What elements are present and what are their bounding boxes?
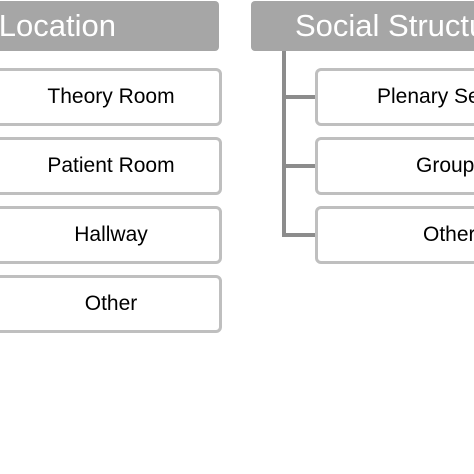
location-header: Location — [0, 1, 219, 51]
social-item-plenary-session: Plenary Session — [315, 68, 474, 126]
location-item-hallway: Hallway — [0, 206, 222, 264]
social-item-group: Group — [315, 137, 474, 195]
social-structure-header: Social Structure — [251, 1, 474, 51]
location-item-label: Patient Room — [47, 154, 175, 177]
social-item-label: Group — [416, 154, 474, 177]
location-header-label: Location — [0, 8, 116, 43]
location-item-theory-room: Theory Room — [0, 68, 222, 126]
social-item-label: Plenary Session — [377, 85, 474, 108]
tree-connector-branch-2 — [282, 164, 316, 168]
tree-connector-vertical — [282, 51, 286, 237]
social-item-other: Other — [315, 206, 474, 264]
tree-connector-branch-1 — [282, 95, 316, 99]
location-item-label: Hallway — [74, 223, 148, 246]
location-item-label: Other — [84, 292, 138, 315]
location-item-other: Other — [0, 275, 222, 333]
tree-connector-branch-3 — [282, 233, 316, 237]
social-item-label: Other — [423, 223, 474, 246]
location-item-label: Theory Room — [47, 85, 175, 108]
location-item-patient-room: Patient Room — [0, 137, 222, 195]
social-structure-header-label: Social Structure — [295, 8, 474, 43]
